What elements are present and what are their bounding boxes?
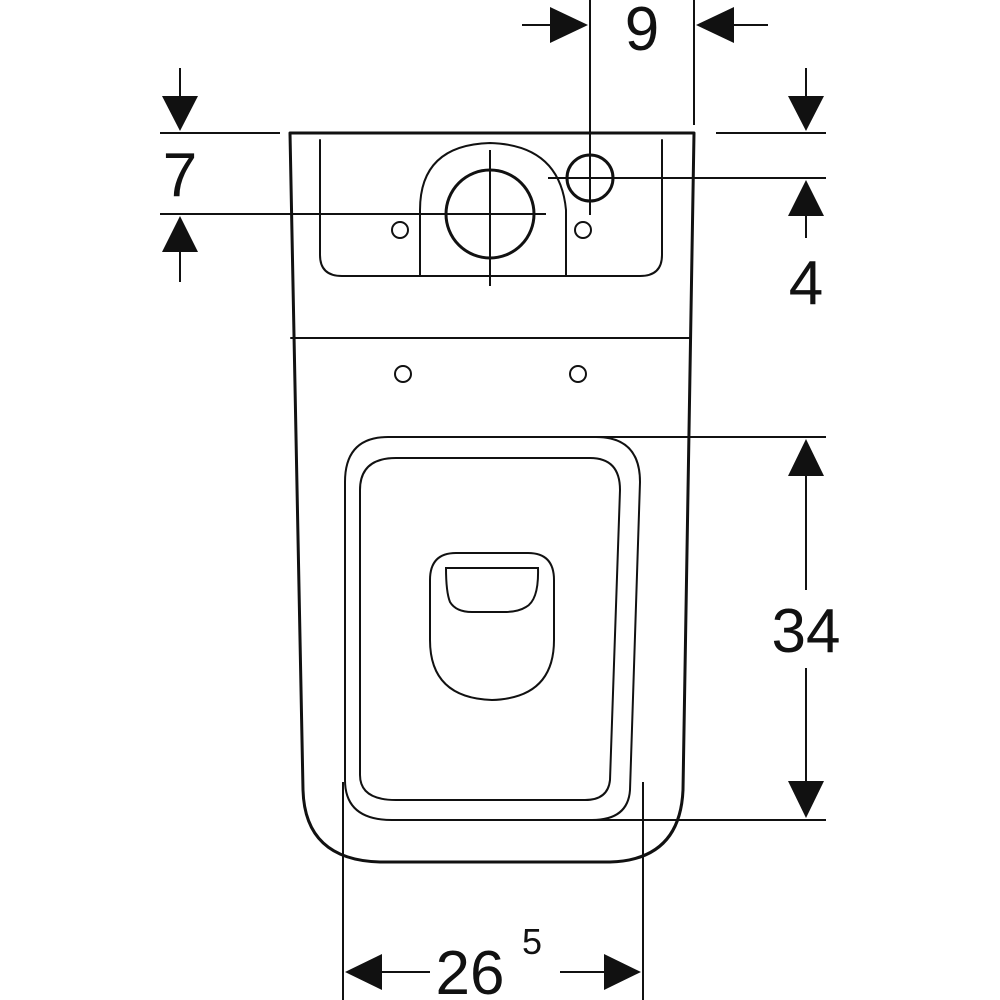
tank-fixing-hole-right — [574, 221, 592, 239]
tank-fixing-hole-left — [391, 221, 409, 239]
dim-label-7: 7 — [163, 141, 197, 210]
arrow-4-bottom — [788, 180, 824, 216]
dimension-7: 7 — [160, 68, 280, 282]
bowl-rim — [344, 436, 642, 821]
rim-inner — [359, 457, 622, 801]
seat-fixing-hole-right — [569, 365, 587, 383]
dimension-26-5: 26 5 — [342, 782, 644, 1000]
arrow-7-top — [162, 96, 198, 131]
arrow-34-bottom — [788, 781, 824, 818]
bowl-opening — [429, 552, 555, 702]
dim-label-34: 34 — [772, 597, 841, 666]
arrow-34-top — [788, 439, 824, 476]
flush-arch — [419, 141, 567, 277]
bowl-opening-inner — [444, 567, 540, 613]
center-lines — [160, 0, 826, 286]
dimension-34: 34 — [566, 436, 841, 821]
dim-label-26-superscript: 5 — [522, 921, 542, 962]
arrow-26-right — [604, 954, 641, 990]
dimension-4: 4 — [716, 68, 826, 318]
dim-label-9: 9 — [625, 0, 659, 64]
body-outline — [288, 131, 696, 864]
dim-label-4: 4 — [789, 249, 823, 318]
dimension-9: 9 — [522, 0, 768, 125]
arrow-26-left — [345, 954, 382, 990]
arrow-9-right — [696, 7, 734, 43]
arrow-4-top — [788, 96, 824, 131]
toilet-outline — [288, 131, 696, 864]
seat-fixing-hole-left — [394, 365, 412, 383]
dim-label-26: 26 — [436, 939, 505, 1000]
arrow-7-bottom — [162, 216, 198, 252]
arrow-9-left — [550, 7, 588, 43]
rim-outer — [344, 436, 642, 821]
